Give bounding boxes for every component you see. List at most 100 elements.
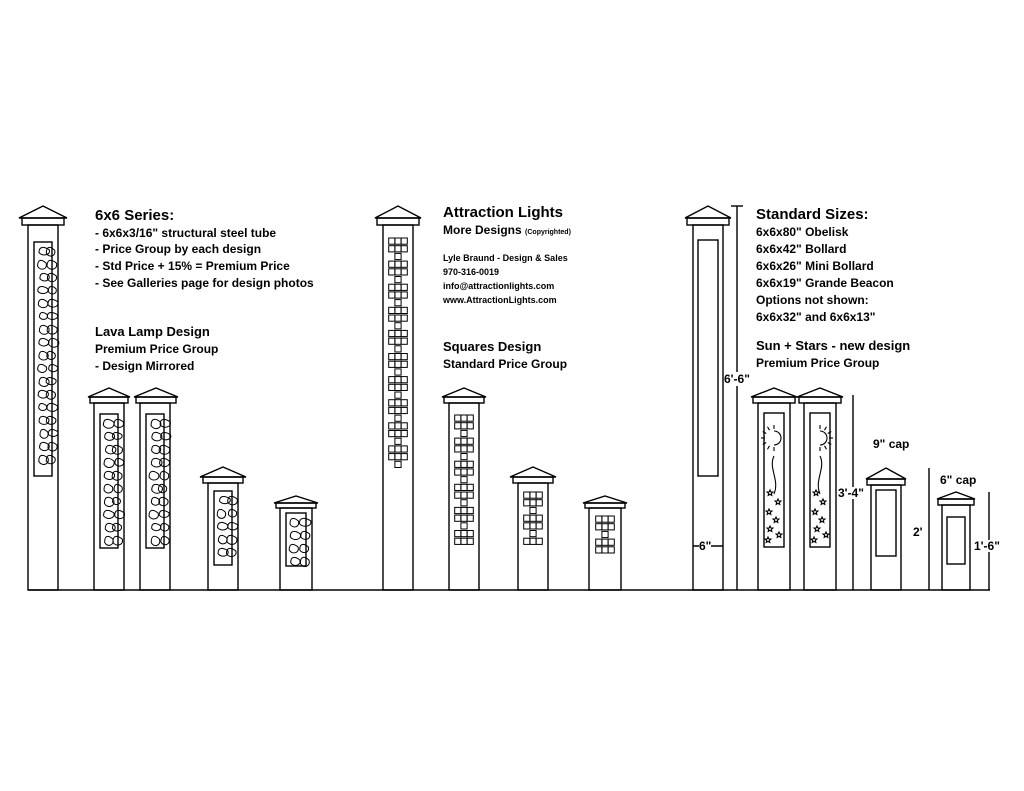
star-shape [817,515,827,524]
square-cell [400,360,408,368]
square-cell [388,260,396,268]
square-cell [454,537,462,545]
squares-obelisk [374,205,422,591]
lava-blob [151,444,162,454]
square-cell [454,514,462,522]
square-cell [460,437,468,445]
lava-blob [38,376,50,387]
lava-blob [300,530,311,540]
beacon-height-dim: 1'-6" [974,539,1000,553]
lava-blob [111,431,123,440]
sun-grande-beacon [936,491,976,591]
square-cell [394,245,402,253]
lava-pattern [37,246,60,465]
square-cell [460,499,468,507]
square-cell [394,460,402,468]
sun-icon [761,425,782,495]
square-cell [394,345,402,353]
lava-blob [105,444,117,455]
square-cell [523,537,531,545]
sizes-title: Standard Sizes: [756,206,869,223]
square-cell [400,237,408,245]
sun-icon [817,425,833,495]
square-cell [607,538,615,546]
square-cell [388,383,396,391]
square-cell [400,453,408,461]
lava-blob [47,428,59,437]
square-cell [529,514,537,522]
square-cell [388,353,396,361]
square-cell [400,329,408,338]
obelisk-height-dim: 6'-6" [724,372,750,386]
square-cell [466,514,474,522]
square-cell [388,406,396,415]
lava-blob [159,470,170,481]
lava-design-title: Lava Lamp Design [95,324,210,339]
lava-blob [113,418,125,428]
lava-blob [289,517,300,528]
lava-blob [39,428,49,439]
lava-blob [48,363,59,373]
sun-ray [762,431,767,434]
brand-subtitle: More Designs (Copyrighted) [443,224,571,236]
squares-mini-bollard [509,466,557,591]
square-cell [394,237,402,245]
lava-blob [37,285,49,295]
lava-blob [103,457,115,468]
square-cell [454,414,462,422]
square-cell [607,515,615,523]
square-cell [535,491,543,499]
lava-mini-bollard [199,466,247,591]
star-shape [774,530,784,539]
lava-blob [114,457,125,467]
square-cell [388,314,396,322]
lava-blob [227,521,239,531]
series-line: - Price Group by each design [95,242,262,256]
square-cell [454,437,462,445]
square-cell [460,537,468,545]
lava-pattern [102,418,125,546]
square-cell [394,422,402,430]
square-cell [388,376,396,384]
square-cell [388,306,396,314]
lava-blob [219,495,231,505]
square-cell [466,460,474,468]
square-cell [460,453,468,461]
square-cell [523,491,531,499]
nine-inch-cap-label: 9" cap [873,437,910,451]
size-line: 6x6x42" Bollard [756,242,847,256]
lava-blob [217,547,229,557]
square-cell [454,530,462,538]
square-cell [394,368,402,376]
lava-blob [45,415,57,425]
lava-blob [38,402,48,411]
square-cell [454,483,462,491]
lava-blob [225,547,237,558]
square-cell [388,283,396,291]
square-cell [388,360,396,368]
divider-curve [817,455,823,495]
star-shape [763,535,773,544]
square-cell [400,291,408,299]
lava-blob [37,389,49,399]
square-cell [595,538,603,546]
lava-blob [46,259,58,270]
square-cell [601,523,609,531]
square-cell [388,430,396,438]
square-cell [535,522,543,530]
bollard-height-dim: 3'-4" [838,486,864,500]
sun-bollard-left [750,387,798,591]
square-cell [394,299,402,307]
lava-blob [148,470,160,481]
lava-blob [226,534,238,545]
star-shape [771,515,781,524]
square-cell [454,460,462,468]
lava-blob [159,457,170,468]
square-cell [400,314,408,322]
lava-blob [37,363,48,373]
square-cell [394,314,402,322]
lava-blob [113,483,123,494]
lava-blob [45,454,56,465]
square-cell [388,329,396,338]
